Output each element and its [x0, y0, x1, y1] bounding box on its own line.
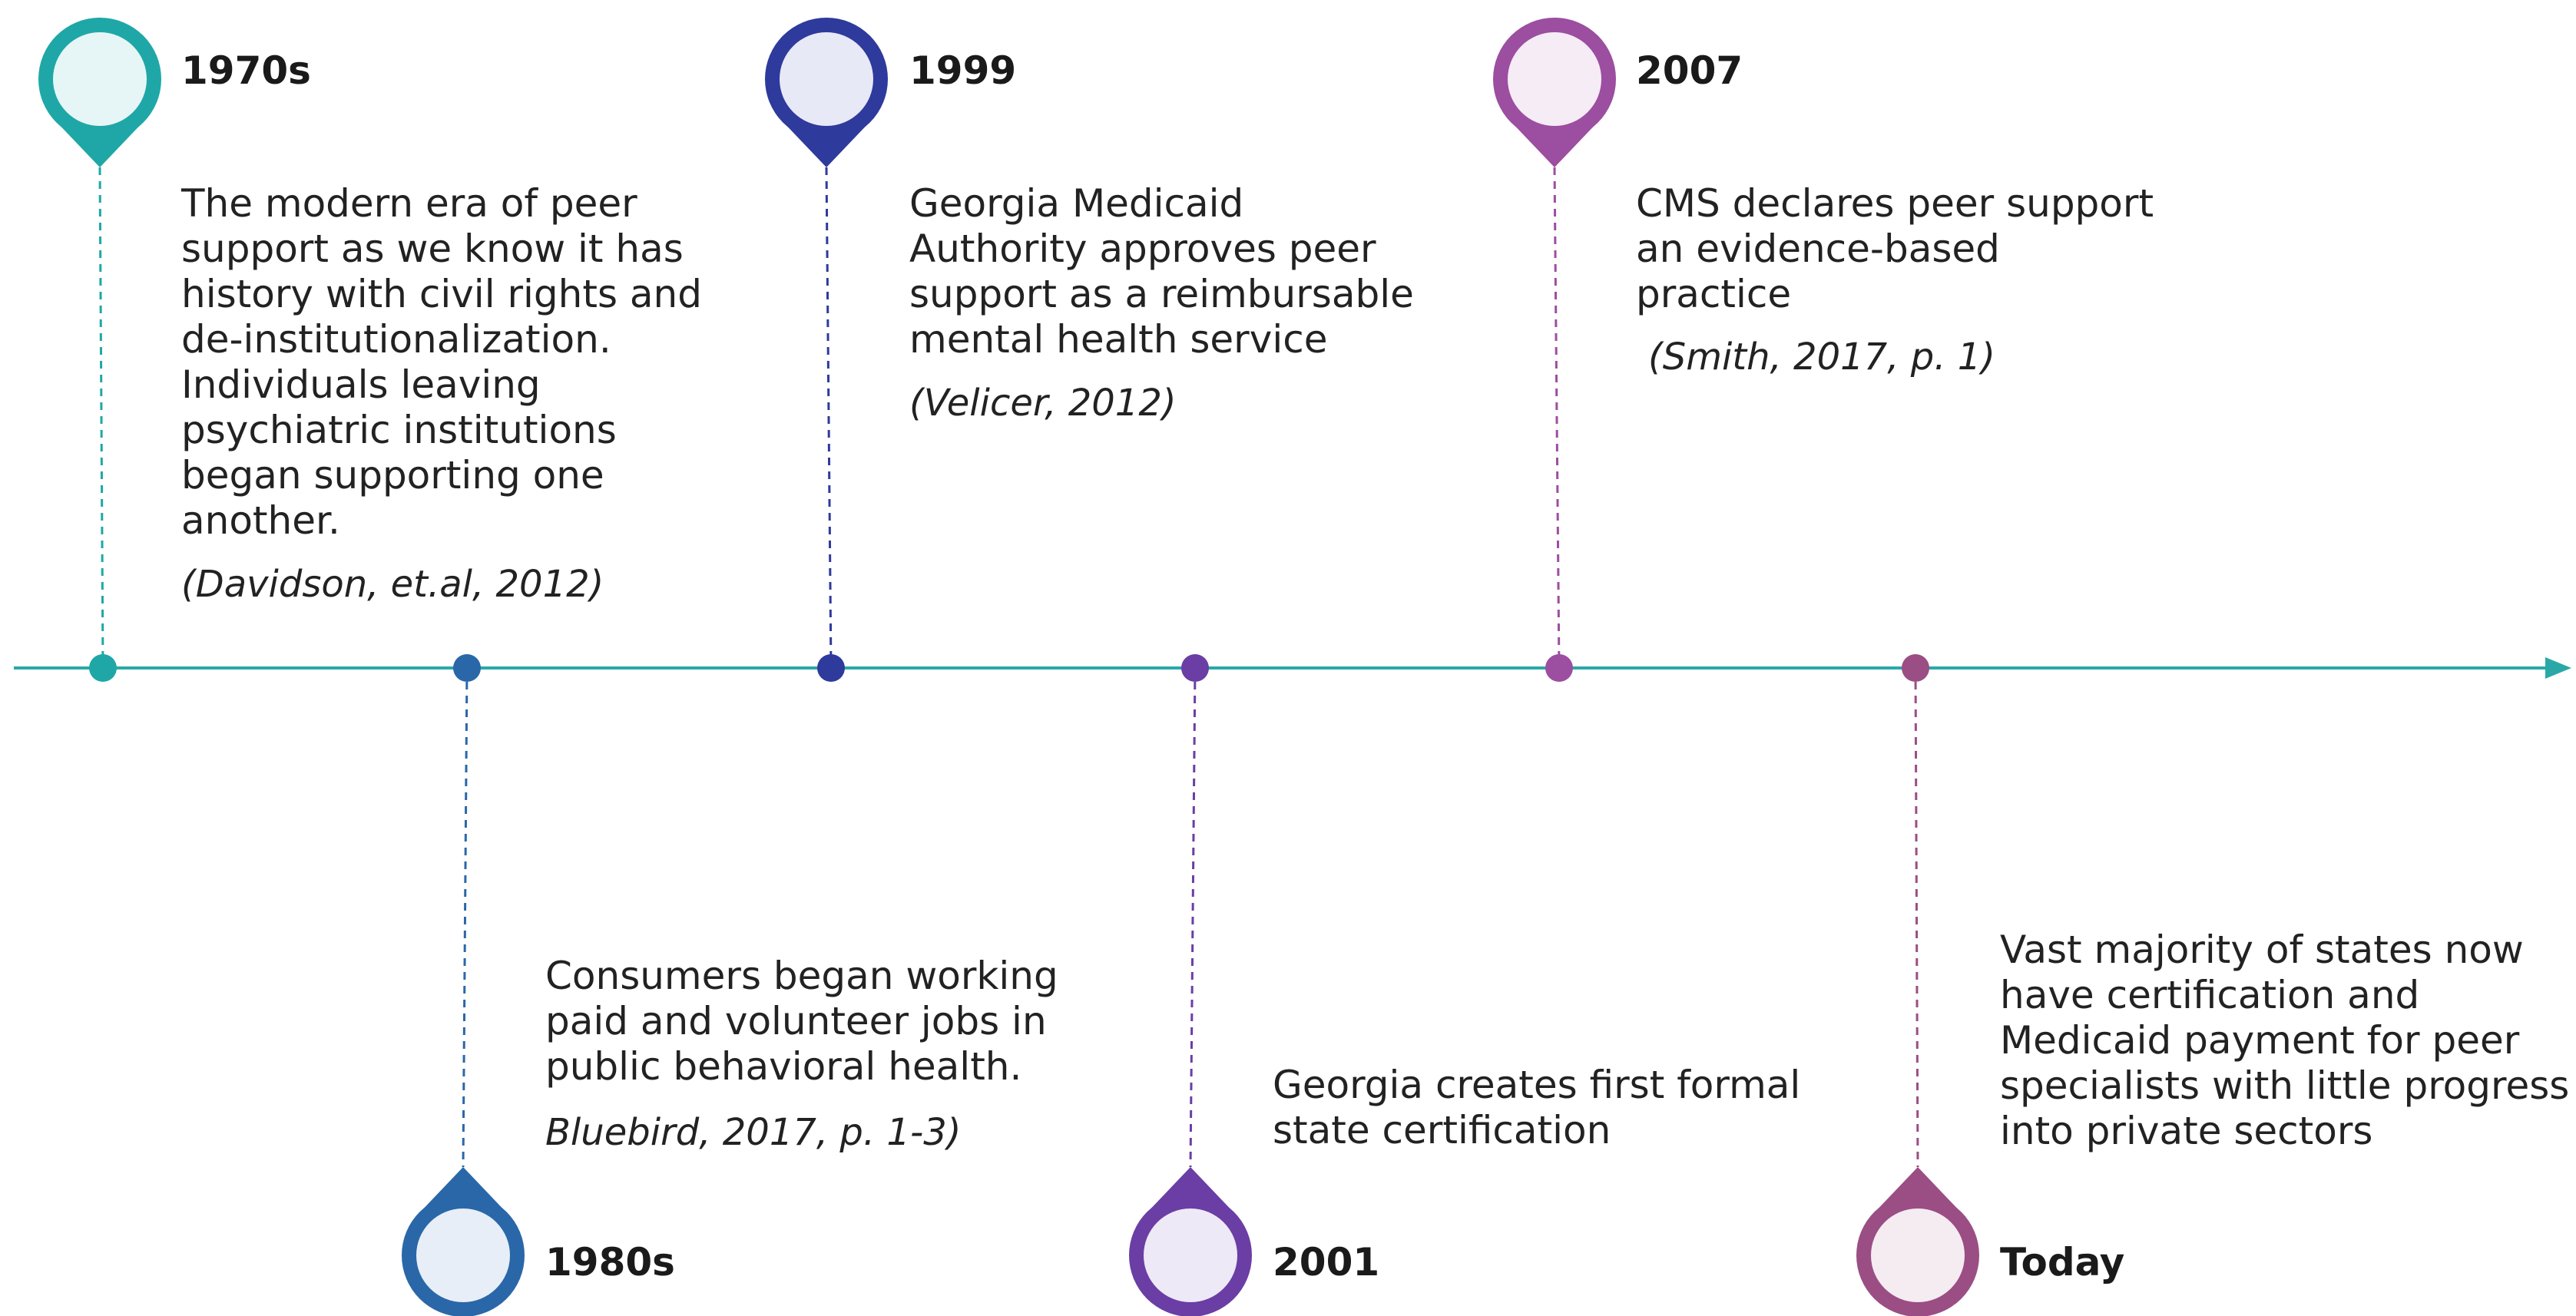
event-citation-1970s: (Davidson, et.al, 2012) [181, 563, 604, 606]
connector-1970s [98, 167, 104, 669]
event-citation-1980s: Bluebird, 2017, p. 1-3) [545, 1111, 962, 1154]
event-label-today: Today [2000, 1240, 2125, 1285]
event-description-1970s: The modern era of peer support as we kno… [181, 181, 702, 543]
pin-inner-today [1871, 1209, 1965, 1302]
pin-inner-1980s [416, 1209, 510, 1302]
axis-dot-1980s [453, 654, 481, 682]
axis-dot-2001 [1181, 654, 1209, 682]
event-description-2001: Georgia creates first formal state certi… [1273, 1063, 1801, 1152]
timeline-arrow-icon [2545, 657, 2571, 679]
event-label-2001: 2001 [1273, 1240, 1380, 1285]
event-description-2007: CMS declares peer support an evidence-ba… [1636, 181, 2154, 316]
event-description-today: Vast majority of states now have certifi… [2000, 927, 2570, 1153]
event-label-1980s: 1980s [545, 1240, 675, 1285]
event-citation-1999: (Velicer, 2012) [909, 382, 1177, 425]
pin-inner-2007 [1508, 32, 1601, 126]
axis-dot-2007 [1545, 654, 1573, 682]
event-label-1999: 1999 [909, 48, 1017, 93]
connector-2007 [1553, 167, 1561, 669]
pin-inner-2001 [1144, 1209, 1237, 1302]
axis-dot-1999 [817, 654, 845, 682]
event-description-1980s: Consumers began working paid and volunte… [545, 954, 1058, 1089]
connector-2001 [1189, 667, 1197, 1168]
axis-dot-1970s [89, 654, 117, 682]
event-label-1970s: 1970s [181, 48, 311, 93]
event-citation-2007: (Smith, 2017, p. 1) [1648, 336, 1995, 379]
event-description-1999: Georgia Medicaid Authority approves peer… [909, 181, 1414, 362]
axis-dot-today [1902, 654, 1929, 682]
event-label-2007: 2007 [1636, 48, 1743, 93]
pin-inner-1970s [53, 32, 147, 126]
pin-inner-1999 [780, 32, 873, 126]
connector-1999 [825, 167, 833, 669]
connector-1980s [462, 667, 469, 1168]
connector-today [1914, 667, 1919, 1168]
